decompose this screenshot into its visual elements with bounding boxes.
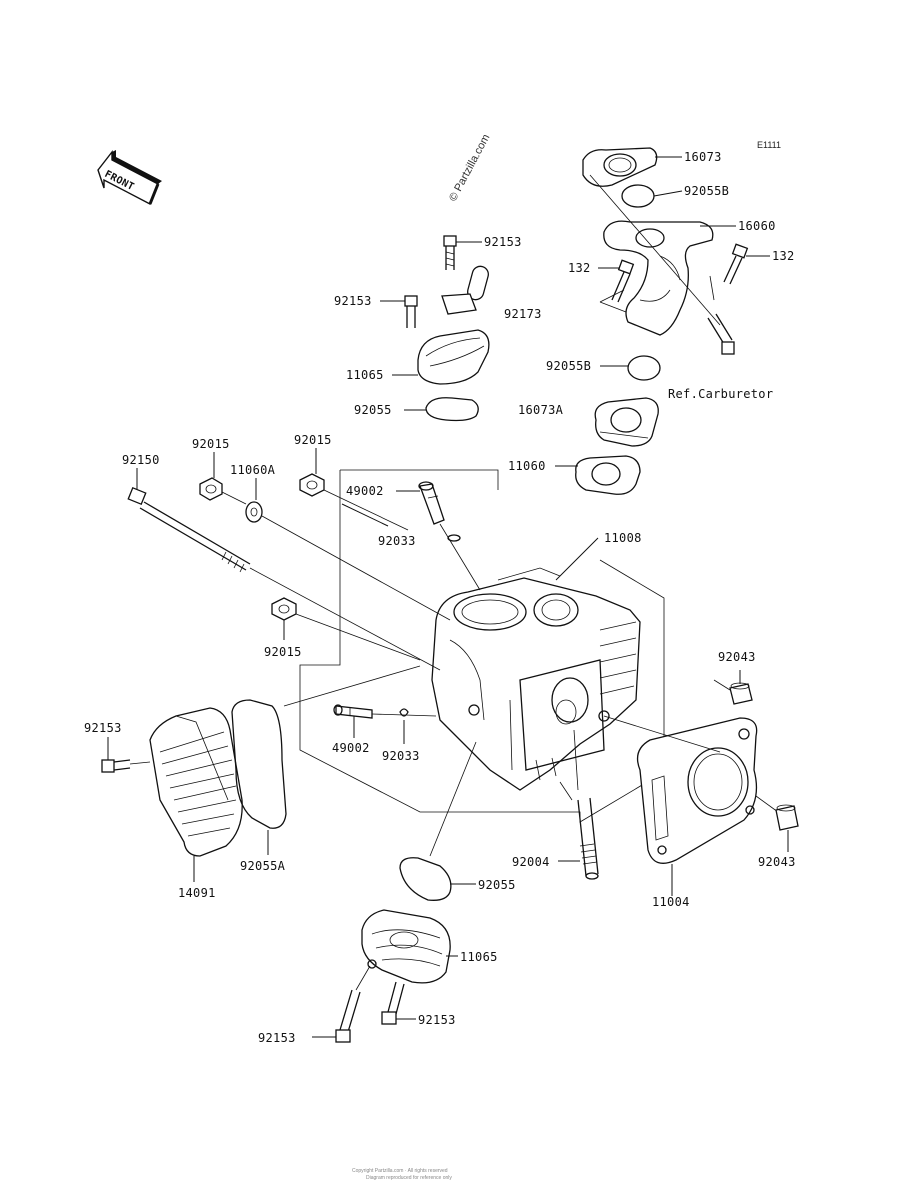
gasket-11004 (636, 717, 758, 864)
diagram-code: E1111 (757, 140, 781, 150)
label-92153-top: 92153 (484, 235, 522, 249)
label-16073A: 16073A (518, 403, 564, 417)
label-49002-bot: 49002 (332, 741, 370, 755)
bolt-92153-mid (101, 759, 131, 773)
label-11060A: 11060A (230, 463, 276, 477)
bolt-92153-left (404, 295, 418, 328)
label-92153-left: 92153 (334, 294, 372, 308)
o-ring-92055B-top (621, 184, 655, 208)
label-92055A: 92055A (240, 859, 286, 873)
front-arrow-icon: FRONT (97, 149, 162, 205)
label-11065-top: 11065 (346, 368, 384, 382)
o-ring-92055-top (425, 397, 479, 422)
stud-92004 (577, 797, 599, 880)
label-92015-c: 92015 (264, 645, 302, 659)
cover-11065-bot (361, 909, 451, 984)
stud-lower-right (707, 313, 735, 355)
label-16073: 16073 (684, 150, 722, 164)
intake-pipe-16060 (603, 220, 714, 336)
label-92150: 92150 (122, 453, 160, 467)
bolt-92150 (127, 486, 251, 573)
label-92004: 92004 (512, 855, 550, 869)
label-92153-bot-right: 92153 (418, 1013, 456, 1027)
nut-92015-c (271, 597, 297, 621)
label-14091: 14091 (178, 886, 216, 900)
footer-line-1: Copyright Partzilla.com · All rights res… (352, 1168, 448, 1174)
reference-carburetor: Ref.Carburetor (668, 387, 773, 401)
label-92043-top: 92043 (718, 650, 756, 664)
label-11008: 11008 (604, 531, 642, 545)
footer-line-2: Diagram reproduced for reference only (366, 1175, 452, 1181)
o-ring-92055-bot (399, 857, 452, 901)
watermark: © Partzilla.com (447, 132, 492, 203)
label-92015-b: 92015 (294, 433, 332, 447)
label-11004: 11004 (652, 895, 690, 909)
valve-guide-49002-bot (333, 704, 373, 719)
cover-11065-top (417, 329, 490, 385)
side-cover-14091 (149, 707, 243, 857)
gasket-11060 (575, 455, 641, 495)
label-11060: 11060 (508, 459, 546, 473)
label-92055-top: 92055 (354, 403, 392, 417)
label-92033-bot: 92033 (382, 749, 420, 763)
valve-guide-49002-top (418, 481, 445, 525)
bolt-132-right (723, 243, 749, 285)
label-92153-bot-left: 92153 (258, 1031, 296, 1045)
label-49002-top: 49002 (346, 484, 384, 498)
dowel-92043-bot (775, 804, 799, 831)
o-ring-92055B-mid (627, 355, 661, 381)
bolt-92153-top (443, 235, 457, 270)
label-11065-bot: 11065 (460, 950, 498, 964)
dowel-92043-top (729, 682, 753, 705)
washer-11060A (245, 501, 263, 523)
cylinder-head-11008 (299, 469, 665, 823)
label-132-left: 132 (568, 261, 591, 275)
bracket-92173 (441, 265, 489, 315)
insulator-16073A (594, 397, 659, 447)
label-92033-top: 92033 (378, 534, 416, 548)
label-92043-bot: 92043 (758, 855, 796, 869)
bolt-92153-bot-left (335, 989, 361, 1043)
nut-92015-a (199, 477, 223, 501)
label-92153-mid: 92153 (84, 721, 122, 735)
label-92173: 92173 (504, 307, 542, 321)
label-92015-a: 92015 (192, 437, 230, 451)
o-ring-92055A (231, 699, 287, 829)
label-92055B-mid: 92055B (546, 359, 591, 373)
nut-92015-b (299, 473, 325, 497)
label-132-right: 132 (772, 249, 795, 263)
bolt-132-left (611, 259, 635, 303)
clip-92033-top (447, 534, 461, 542)
label-92055-bot: 92055 (478, 878, 516, 892)
intake-gasket-16073 (582, 147, 658, 187)
bolt-92153-bot-right (381, 981, 405, 1025)
label-92055B-top: 92055B (684, 184, 729, 198)
label-16060: 16060 (738, 219, 776, 233)
